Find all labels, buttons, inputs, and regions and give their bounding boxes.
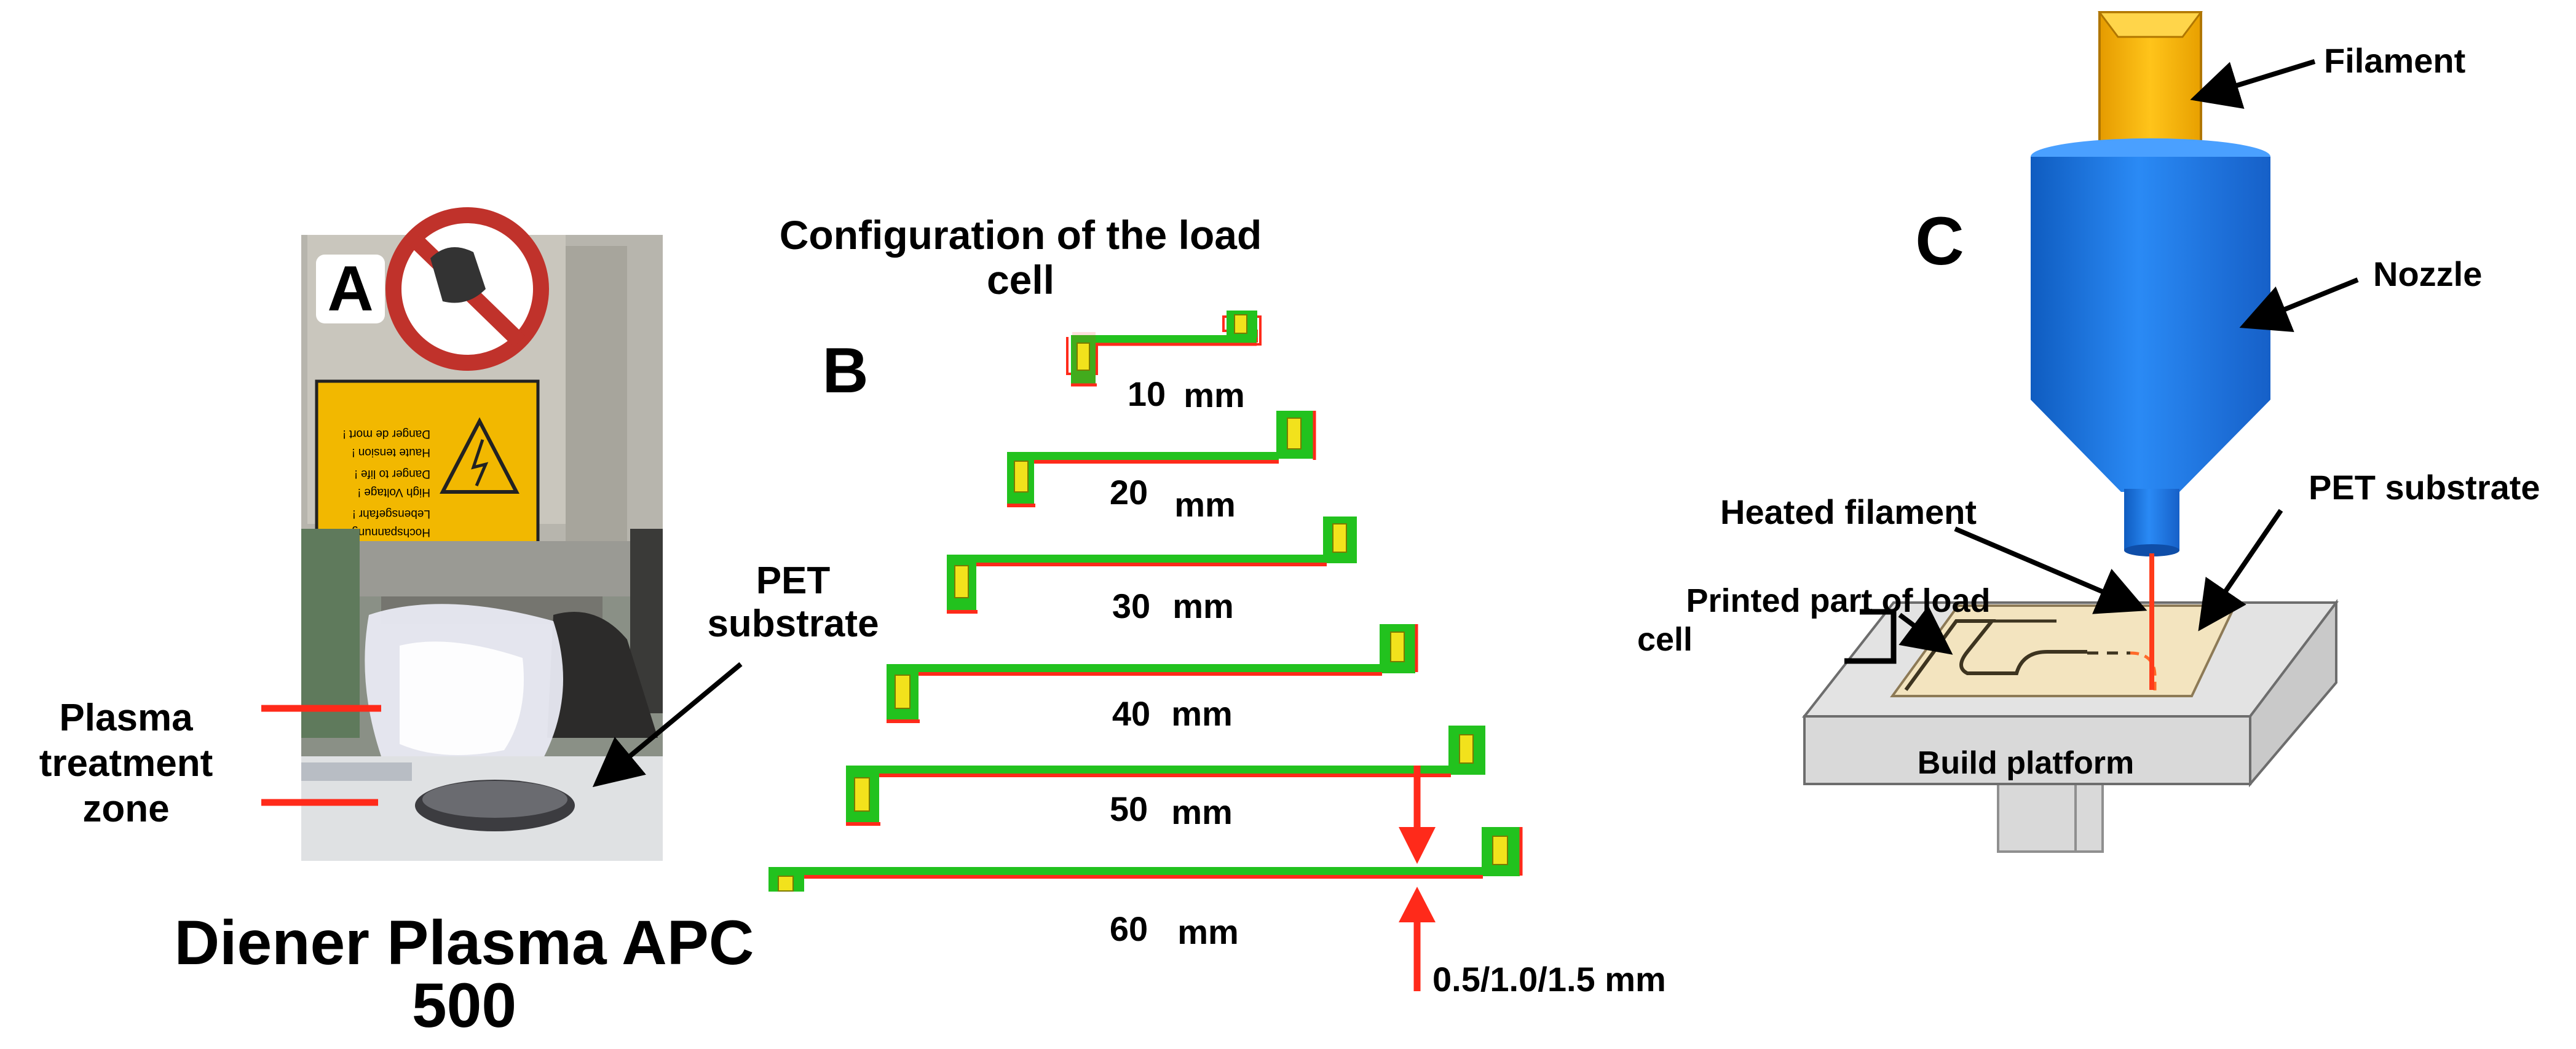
thickness-label: 0.5/1.0/1.5 mm	[1432, 960, 1666, 999]
plasma-device-photo: Hochspannung ! Lebensgefahr ! High Volta…	[301, 207, 663, 861]
pad-icon	[854, 777, 870, 812]
pad-icon	[1390, 631, 1405, 662]
load-cell-10-number: 10	[1128, 374, 1166, 413]
filament-label: Filament	[2324, 41, 2465, 80]
pad-icon	[1459, 734, 1474, 764]
pet-substrate-arrow-c	[2198, 509, 2283, 631]
pad-icon	[895, 675, 911, 709]
heated-filament-label: Heated filament	[1720, 493, 1977, 531]
pet-substrate-label-c: PET substrate	[2309, 468, 2540, 507]
printed-part-arrow	[1898, 605, 1953, 655]
pad-icon	[1077, 342, 1090, 371]
sticker-line-5: Haute tension !	[352, 446, 430, 459]
printed-part-bracket	[1844, 609, 1897, 664]
panel-a: Hochspannung ! Lebensgefahr ! High Volta…	[39, 207, 879, 1040]
pad-icon	[1234, 314, 1247, 334]
panel-b-title-line1: Configuration of the load	[780, 212, 1262, 258]
load-cell-30mm	[947, 517, 1357, 614]
panel-b-title-line2: cell	[987, 257, 1054, 303]
printed-part-label-line1: Printed part of load	[1686, 582, 1990, 619]
load-cell-50-number: 50	[1110, 790, 1148, 828]
platform-label: Build platform	[1918, 745, 2134, 781]
panel-c-letter: C	[1915, 204, 1964, 279]
sticker-line-3: High Voltage !	[358, 486, 430, 499]
platform-support	[1997, 783, 2104, 853]
plasma-zone-label-line3: zone	[82, 788, 169, 830]
thickness-arrows	[1399, 766, 1436, 991]
panel-b: Configuration of the load cell B 10 mm	[768, 212, 1666, 999]
printed-load-cell	[1904, 619, 2087, 691]
panel-c: C Build platform	[1637, 11, 2540, 853]
load-cell-30-number: 30	[1112, 587, 1150, 625]
sticker-line-6: Danger de mort !	[342, 427, 430, 440]
sticker-line-2: Lebensgefahr !	[352, 507, 430, 520]
nozzle-label: Nozzle	[2373, 255, 2482, 293]
load-cell-60mm	[768, 827, 1523, 892]
load-cell-50mm	[846, 726, 1485, 826]
load-cell-60-number: 60	[1110, 909, 1148, 948]
pet-substrate-label-line2: substrate	[707, 603, 879, 645]
load-cell-20-number: 20	[1110, 473, 1148, 512]
printed-part-label-line2: cell	[1637, 621, 1693, 658]
load-cell-40-unit: mm	[1171, 694, 1233, 733]
pad-icon	[1014, 461, 1029, 493]
load-cell-50-unit: mm	[1171, 793, 1233, 831]
pad-icon	[1492, 836, 1508, 865]
plasma-zone-label-line2: treatment	[39, 742, 213, 785]
load-cell-20mm	[1007, 411, 1316, 507]
load-cell-40mm	[887, 624, 1418, 723]
filament-spool	[2098, 11, 2203, 143]
load-cell-20-unit: mm	[1174, 485, 1236, 524]
device-name-line1: Diener Plasma APC	[175, 908, 754, 978]
sticker-line-1: Hochspannung !	[346, 526, 430, 539]
filament-arrow	[2190, 59, 2316, 109]
plasma-zone-label-line1: Plasma	[59, 697, 193, 739]
device-name-line2: 500	[412, 970, 516, 1040]
panel-b-letter: B	[822, 335, 868, 406]
pet-substrate-label-line1: PET	[756, 560, 831, 602]
load-cell-10mm	[1066, 311, 1262, 387]
pad-icon	[1332, 523, 1347, 553]
load-cell-40-number: 40	[1112, 694, 1150, 733]
load-cell-30-unit: mm	[1172, 587, 1234, 625]
pet-substrate-arrow	[592, 662, 743, 788]
thickness-down-arrow-icon	[1399, 827, 1436, 864]
sticker-line-4: Danger to life !	[354, 467, 430, 480]
load-cell-10-unit: mm	[1183, 376, 1245, 414]
thickness-up-arrow-icon	[1399, 887, 1436, 922]
build-platform: Build platform	[1801, 599, 2339, 788]
pad-icon	[954, 565, 969, 598]
nozzle-arrow	[2239, 277, 2359, 333]
pad-icon	[778, 876, 794, 892]
load-cell-60-unit: mm	[1177, 912, 1239, 951]
nozzle	[2031, 138, 2270, 556]
heated-filament-arrow	[1954, 526, 2147, 614]
panel-a-letter: A	[327, 253, 373, 325]
high-voltage-icon	[440, 417, 520, 494]
pad-icon	[1287, 418, 1302, 449]
